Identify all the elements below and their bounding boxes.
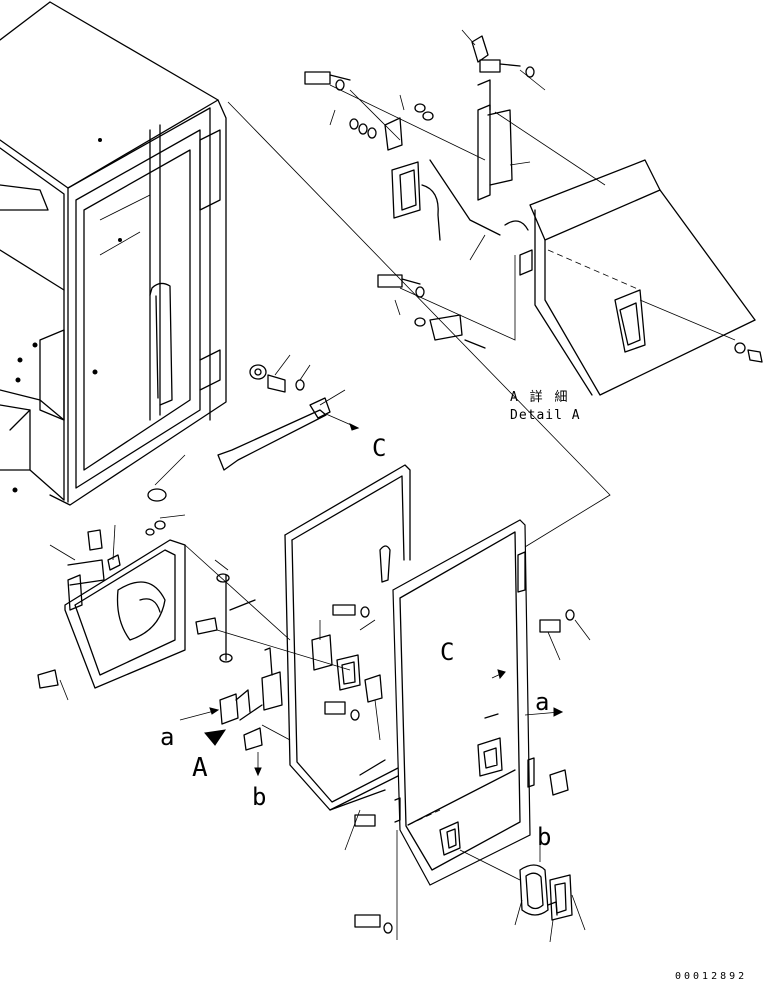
door-panel [344,519,591,940]
detail-a-drawing [304,29,763,396]
detail-a-label-en: Detail A [510,408,581,423]
lock-mechanism [179,647,291,777]
callout-b-lower: b [252,783,267,811]
callout-a-right: a [535,688,550,716]
rod-and-fasteners [147,101,611,551]
document-number: 00012892 [675,971,748,982]
callout-a-left: a [160,723,175,751]
door-seal-frame [284,464,411,811]
callout-c-upper: C [372,434,387,462]
callout-view-a: A [192,753,208,783]
outer-handle [354,830,586,943]
callout-c-door: C [440,638,455,666]
detail-a-label-jp: A 詳 細 [510,390,570,405]
middle-fittings [311,545,391,741]
cab-body [0,1,227,506]
inner-handle-assembly [37,514,351,701]
callout-b-right: b [537,823,552,851]
